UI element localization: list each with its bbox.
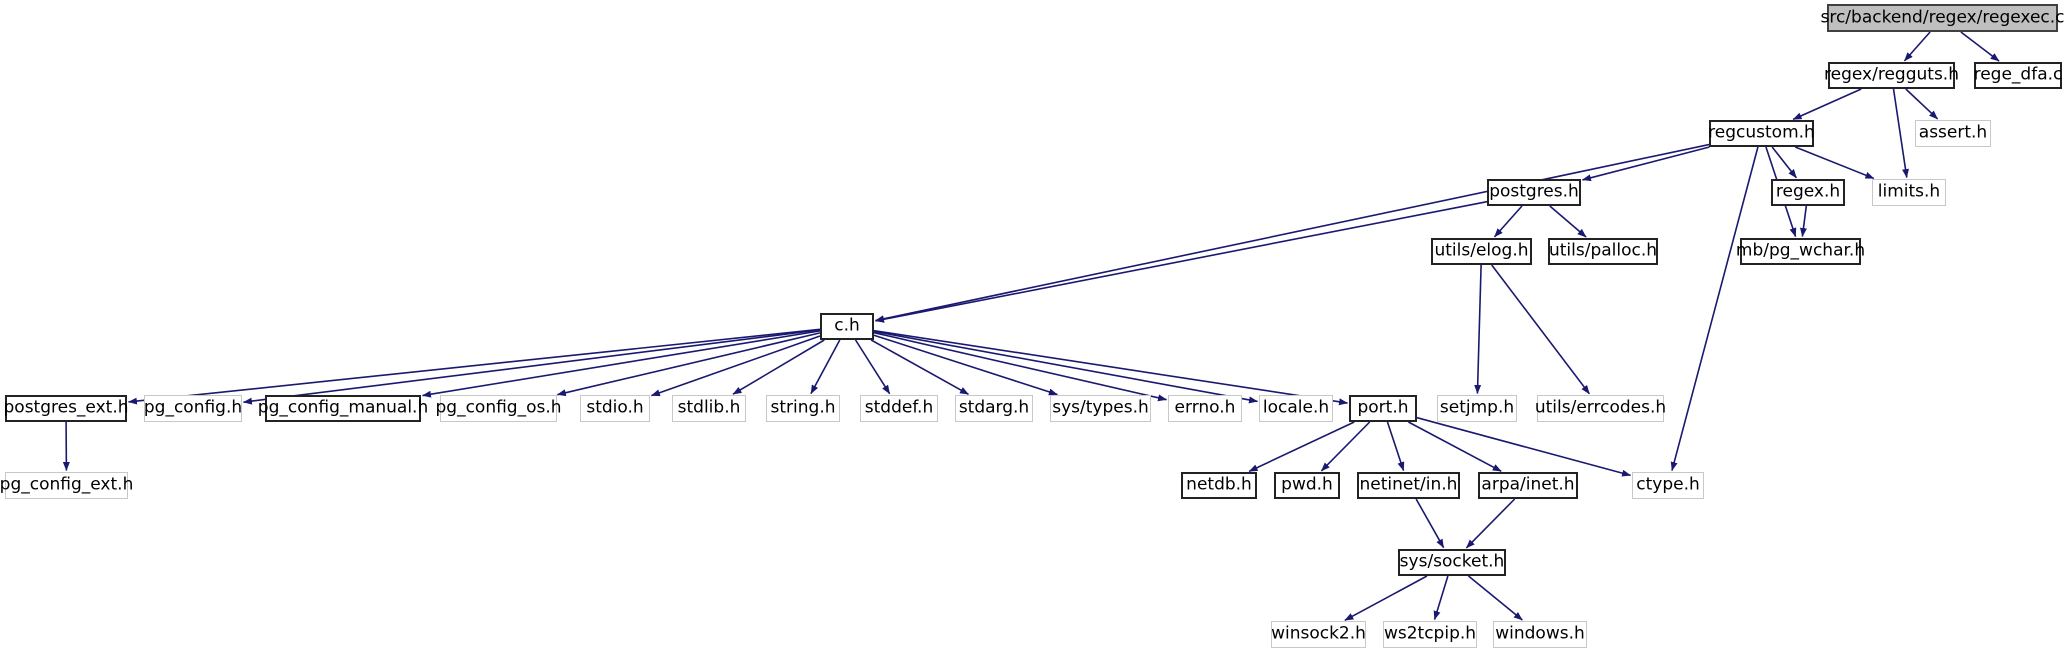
graph-node-label: pg_config_os.h — [435, 397, 562, 418]
graph-node-label: port.h — [1357, 397, 1409, 418]
graph-node-postgres_ext[interactable]: postgres_ext.h — [4, 395, 129, 422]
graph-node-label: pwd.h — [1281, 474, 1333, 495]
graph-node-label: winsock2.h — [1271, 623, 1366, 644]
graph-node-pg_wchar[interactable]: mb/pg_wchar.h — [1736, 238, 1865, 265]
graph-node-label: arpa/inet.h — [1481, 474, 1575, 495]
graph-node-stddef[interactable]: stddef.h — [860, 395, 938, 422]
graph-node-label: rege_dfa.c — [1973, 64, 2063, 85]
graph-node-elog[interactable]: utils/elog.h — [1431, 238, 1532, 265]
graph-node-systypes[interactable]: sys/types.h — [1050, 395, 1151, 422]
graph-node-regguts[interactable]: regex/regguts.h — [1824, 62, 1959, 89]
graph-node-label: regcustom.h — [1708, 122, 1815, 143]
graph-node-label: regex.h — [1775, 181, 1841, 202]
graph-node-ws2tcpip[interactable]: ws2tcpip.h — [1383, 621, 1477, 648]
graph-node-label: locale.h — [1262, 397, 1330, 418]
graph-node-label: sys/socket.h — [1399, 551, 1505, 572]
graph-node-stdlib[interactable]: stdlib.h — [672, 395, 746, 422]
graph-node-label: utils/errcodes.h — [1534, 397, 1667, 418]
graph-node-pg_config_man[interactable]: pg_config_manual.h — [258, 395, 428, 422]
graph-node-errno[interactable]: errno.h — [1168, 395, 1242, 422]
graph-node-stdio[interactable]: stdio.h — [580, 395, 650, 422]
graph-node-assert[interactable]: assert.h — [1915, 120, 1991, 147]
graph-node-regex[interactable]: regex.h — [1771, 179, 1845, 206]
graph-node-label: pg_config.h — [143, 397, 243, 418]
graph-node-arpa_inet[interactable]: arpa/inet.h — [1478, 472, 1578, 499]
graph-node-pg_config[interactable]: pg_config.h — [144, 395, 242, 422]
graph-node-regcustom[interactable]: regcustom.h — [1708, 120, 1815, 147]
graph-node-sys_socket[interactable]: sys/socket.h — [1398, 549, 1506, 576]
graph-node-port[interactable]: port.h — [1349, 395, 1417, 422]
graph-node-regexec: src/backend/regex/regexec.c — [1820, 4, 2064, 32]
graph-node-winsock2[interactable]: winsock2.h — [1271, 621, 1366, 648]
graph-node-stdarg[interactable]: stdarg.h — [955, 395, 1033, 422]
graph-node-label: postgres.h — [1489, 181, 1579, 202]
graph-node-postgres[interactable]: postgres.h — [1487, 179, 1581, 206]
graph-node-label: utils/palloc.h — [1548, 240, 1658, 261]
graph-node-errcodes[interactable]: utils/errcodes.h — [1535, 395, 1666, 422]
graph-node-label: postgres_ext.h — [3, 397, 129, 418]
graph-node-label: setjmp.h — [1439, 397, 1515, 418]
graph-node-label: ws2tcpip.h — [1383, 623, 1477, 644]
graph-node-label: mb/pg_wchar.h — [1735, 240, 1866, 261]
graph-node-pg_config_ext[interactable]: pg_config_ext.h — [0, 472, 133, 499]
graph-node-label: utils/elog.h — [1434, 240, 1529, 261]
graph-node-rege_dfa[interactable]: rege_dfa.c — [1974, 62, 2062, 89]
graph-node-palloc[interactable]: utils/palloc.h — [1548, 238, 1658, 265]
graph-node-locale[interactable]: locale.h — [1259, 395, 1333, 422]
graph-node-label: stdio.h — [586, 397, 644, 418]
graph-node-ch[interactable]: c.h — [820, 313, 874, 340]
graph-node-label: limits.h — [1877, 181, 1941, 202]
graph-node-ctype[interactable]: ctype.h — [1632, 472, 1704, 499]
graph-node-label: string.h — [770, 397, 836, 418]
graph-node-label: assert.h — [1918, 122, 1988, 143]
graph-node-netdb[interactable]: netdb.h — [1181, 472, 1257, 499]
graph-node-label: sys/types.h — [1052, 397, 1149, 418]
graph-node-label: windows.h — [1495, 623, 1585, 644]
graph-node-label: c.h — [834, 315, 860, 336]
graph-node-netinet_in[interactable]: netinet/in.h — [1357, 472, 1460, 499]
graph-node-label: stdlib.h — [677, 397, 741, 418]
graph-node-pg_config_os[interactable]: pg_config_os.h — [435, 395, 562, 422]
graph-node-label: regex/regguts.h — [1824, 64, 1959, 85]
graph-node-label: pg_config_ext.h — [0, 474, 134, 495]
graph-node-label: ctype.h — [1636, 474, 1700, 495]
graph-node-string[interactable]: string.h — [766, 395, 840, 422]
graph-node-label: stddef.h — [864, 397, 934, 418]
graph-node-label: pg_config_manual.h — [257, 397, 429, 418]
graph-node-setjmp[interactable]: setjmp.h — [1437, 395, 1517, 422]
graph-node-label: netinet/in.h — [1359, 474, 1458, 495]
graph-node-label: errno.h — [1174, 397, 1236, 418]
graph-node-label: src/backend/regex/regexec.c — [1820, 7, 2064, 27]
graph-node-label: stdarg.h — [958, 397, 1030, 418]
graph-node-windows[interactable]: windows.h — [1493, 621, 1587, 648]
graph-node-limits[interactable]: limits.h — [1872, 179, 1946, 206]
graph-node-pwd[interactable]: pwd.h — [1274, 472, 1340, 499]
graph-node-label: netdb.h — [1186, 474, 1252, 495]
